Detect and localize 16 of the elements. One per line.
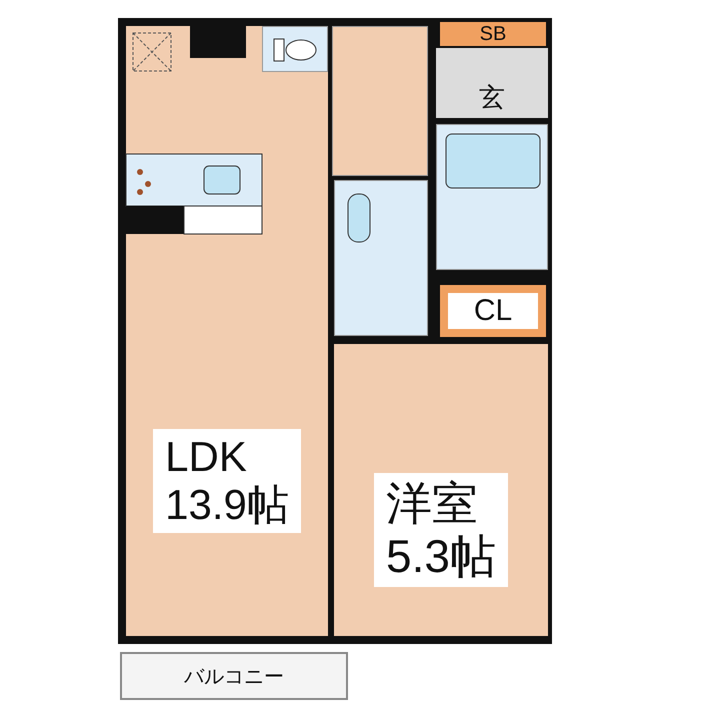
living-room: [126, 26, 328, 636]
room-label: バルコニー: [184, 664, 284, 690]
room-label: 玄: [479, 80, 505, 114]
room-label: 洋室 5.3帖: [374, 473, 508, 587]
washroom-area: [334, 180, 428, 336]
entrance-area: [436, 48, 548, 118]
room-label: CL: [474, 294, 512, 328]
closet-area: [440, 285, 546, 337]
room-label: SB: [480, 22, 506, 46]
bathroom-area: [436, 124, 548, 270]
toilet-room: [262, 26, 328, 72]
hallway-area: [332, 26, 428, 176]
room-label: LDK 13.9帖: [153, 428, 301, 534]
balcony-area: [120, 652, 348, 700]
bedroom: [334, 344, 548, 636]
shoe-box: [440, 22, 546, 46]
